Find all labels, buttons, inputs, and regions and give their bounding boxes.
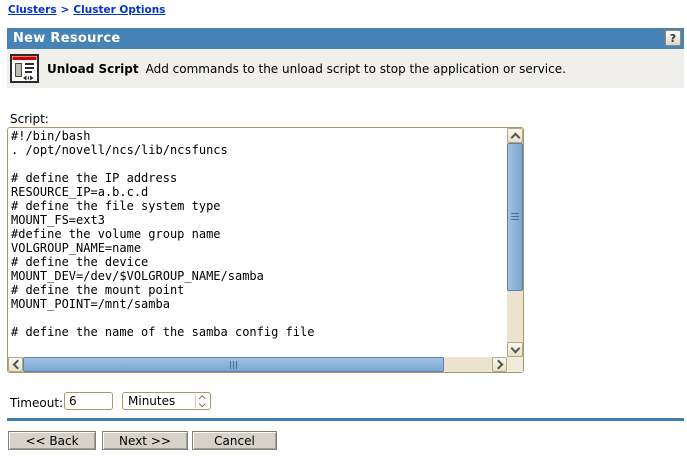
chevron-up-icon — [510, 132, 520, 142]
chevron-left-icon — [12, 359, 22, 370]
scroll-up-button[interactable] — [507, 128, 523, 143]
script-content[interactable]: #!/bin/bash . /opt/novell/ncs/lib/ncsfun… — [11, 129, 315, 339]
scroll-right-button[interactable] — [492, 357, 507, 372]
page-title: New Resource — [13, 31, 121, 46]
wizard-step-text: Unload Script Add commands to the unload … — [47, 62, 566, 76]
horizontal-scroll-track[interactable] — [23, 357, 492, 372]
breadcrumb-link-cluster-options[interactable]: Cluster Options — [73, 4, 166, 16]
timeout-unit-select[interactable]: Minutes — [122, 392, 211, 410]
chevron-down-icon — [199, 400, 206, 407]
breadcrumb-separator: > — [60, 4, 70, 16]
step-description: Add commands to the unload script to sto… — [145, 62, 566, 76]
vertical-scroll-thumb[interactable] — [507, 143, 523, 291]
help-icon: ? — [669, 31, 677, 45]
timeout-input[interactable] — [64, 392, 113, 410]
breadcrumb: Clusters>Cluster Options — [8, 4, 165, 16]
breadcrumb-link-clusters[interactable]: Clusters — [8, 4, 57, 16]
spinner-icon — [195, 394, 209, 408]
script-label: Script: — [10, 112, 49, 126]
horizontal-scrollbar[interactable] — [8, 357, 507, 372]
timeout-unit-value: Minutes — [128, 394, 176, 408]
step-title: Unload Script — [47, 62, 139, 76]
help-button[interactable]: ? — [665, 30, 681, 46]
timeout-label: Timeout: — [10, 396, 64, 410]
vertical-scroll-track[interactable] — [507, 143, 523, 342]
chevron-right-icon — [493, 359, 503, 370]
chevron-down-icon — [510, 343, 520, 354]
thumb-grip-icon — [511, 213, 519, 221]
unload-script-icon — [10, 54, 39, 83]
back-button[interactable]: << Back — [8, 431, 96, 450]
cancel-button[interactable]: Cancel — [192, 431, 277, 450]
scroll-left-button[interactable] — [8, 357, 23, 372]
script-editor[interactable]: #!/bin/bash . /opt/novell/ncs/lib/ncsfun… — [7, 127, 524, 373]
scroll-down-button[interactable] — [507, 342, 523, 357]
section-divider — [7, 418, 684, 421]
vertical-scrollbar[interactable] — [507, 128, 523, 357]
thumb-grip-icon — [229, 360, 238, 369]
wizard-step-bar: Unload Script Add commands to the unload … — [7, 49, 684, 88]
horizontal-scroll-thumb[interactable] — [23, 357, 444, 372]
scrollbar-corner — [507, 357, 523, 372]
title-bar: New Resource ? — [7, 28, 684, 49]
next-button[interactable]: Next >> — [102, 431, 188, 450]
